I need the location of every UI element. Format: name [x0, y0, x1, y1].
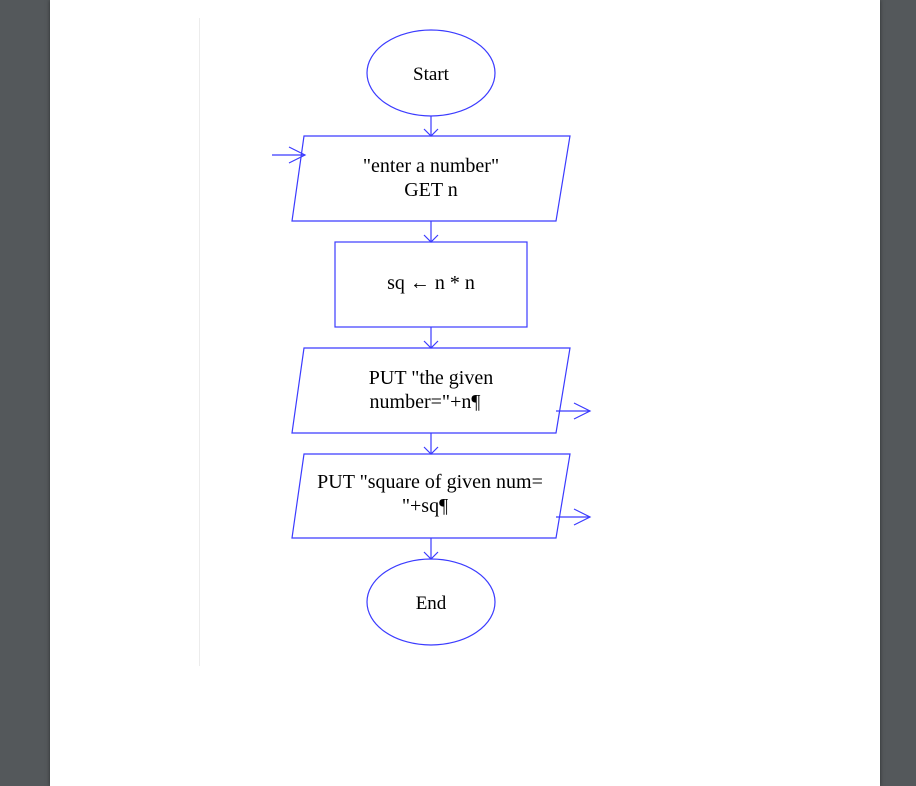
document-page	[50, 0, 880, 786]
input-label-line1: "enter a number"	[363, 155, 499, 177]
end-terminal	[366, 558, 496, 646]
page-margin-line	[199, 18, 200, 666]
output2-label-line1: PUT "square of given num=	[317, 471, 543, 493]
loop-entry-arrowhead	[288, 146, 307, 164]
output2-parallelogram	[291, 453, 571, 539]
end-label: End	[416, 593, 447, 614]
input-label-line2: GET n	[404, 179, 458, 201]
input-parallelogram	[291, 135, 571, 222]
output1-out-arrowhead	[573, 402, 592, 420]
output2-label-line2: "+sq¶	[402, 495, 448, 517]
output1-label-line2: number="+n¶	[370, 391, 481, 413]
output2-out-arrowhead	[573, 508, 592, 526]
output1-parallelogram	[291, 347, 571, 434]
start-label: Start	[413, 64, 450, 85]
output1-label-line1: PUT "the given	[369, 367, 493, 389]
assign-label: sq ← n * n	[387, 272, 475, 294]
